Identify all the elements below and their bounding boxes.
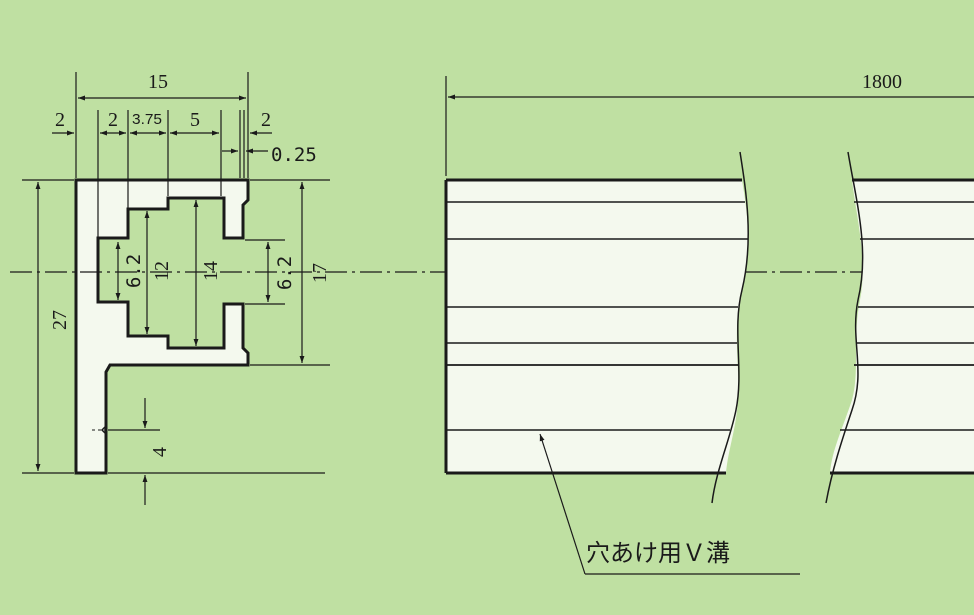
dim-center-width: 5 — [190, 109, 200, 131]
groove-label: 穴あけ用Ｖ溝 — [586, 539, 730, 567]
dim-wall: 2 — [108, 109, 118, 131]
side-view-left-segment — [446, 180, 749, 473]
profile-outline — [74, 178, 250, 475]
dim-v-groove-offset: 4 — [149, 447, 171, 457]
cross-section-dimensions: 15 2 2 3.75 5 2 0.25 27 6.2 12 14 6.2 17… — [49, 71, 331, 457]
dim-overall-width: 15 — [148, 71, 168, 93]
dim-right-lip: 2 — [261, 109, 271, 131]
side-view-right-segment — [830, 180, 974, 473]
dim-body-height: 17 — [309, 263, 331, 283]
cross-section — [74, 178, 250, 475]
dim-inner-opening: 6.2 — [123, 254, 145, 288]
break-line-left — [711, 151, 749, 504]
dim-slot-height: 12 — [151, 261, 173, 281]
groove-leader — [539, 433, 800, 575]
dim-cavity-height: 14 — [200, 261, 222, 281]
dim-length: 1800 — [862, 71, 902, 93]
v-groove-notch — [100, 425, 107, 435]
side-view: 1800 穴あけ用Ｖ溝 — [444, 71, 974, 575]
break-line-right — [825, 151, 864, 504]
dim-gap: 0.25 — [271, 144, 317, 166]
extension-lines — [22, 72, 330, 474]
dim-total-height: 27 — [49, 310, 71, 330]
dim-slot-offset: 3.75 — [132, 111, 162, 128]
dimension-lines — [35, 95, 305, 505]
dim-left-flange: 2 — [55, 109, 65, 131]
dim-side-opening: 6.2 — [274, 256, 296, 290]
